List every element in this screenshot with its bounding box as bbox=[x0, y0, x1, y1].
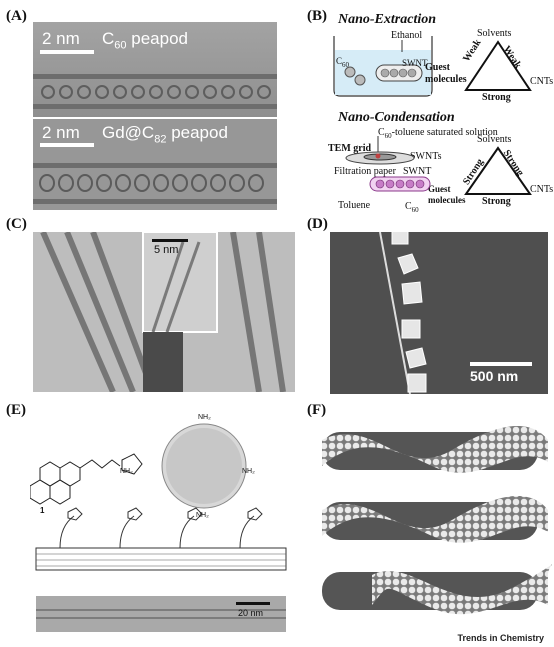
condensation-guest-label: Guest molecules bbox=[428, 184, 466, 205]
filtration-paper-label: Filtration paper bbox=[334, 166, 396, 177]
extraction-guest-label: Guest molecules bbox=[425, 62, 467, 85]
panel-c-label: (C) bbox=[6, 216, 27, 232]
condensation-tri-top: Solvents bbox=[477, 134, 512, 145]
compound-number: 1 bbox=[40, 506, 45, 515]
swnts-label: SWNTs bbox=[410, 151, 442, 162]
panel-a-top-caption: C60 peapod bbox=[102, 29, 188, 52]
panel-e-schematic bbox=[30, 423, 287, 571]
panel-a-top-image: 2 nm C60 peapod bbox=[33, 22, 277, 117]
panel-e-label: (E) bbox=[6, 402, 26, 418]
panel-a-bottom-image: 2 nm Gd@C82 peapod bbox=[33, 119, 277, 210]
panel-c-scale-label: 5 nm bbox=[154, 244, 179, 256]
panel-e-scalebar bbox=[236, 602, 270, 605]
panel-a-bottom-scalebar bbox=[40, 143, 94, 147]
c60-peapod-tem bbox=[33, 22, 277, 117]
panel-d-scalebar bbox=[470, 362, 532, 366]
journal-credit: Trends in Chemistry bbox=[457, 633, 544, 643]
condensation-tri-bottom-edge: Strong bbox=[482, 196, 511, 207]
ethanol-label: Ethanol bbox=[391, 30, 423, 41]
nh2-label-left: NH₂ bbox=[120, 468, 133, 475]
extraction-c60-label: C60 bbox=[336, 56, 350, 69]
extraction-tri-bottom-edge: Strong bbox=[482, 92, 511, 103]
panel-a-bottom-caption: Gd@C82 peapod bbox=[102, 123, 228, 146]
nano-condensation-title: Nano-Condensation bbox=[338, 110, 455, 125]
cnt-bundle-tem bbox=[33, 232, 295, 392]
condensation-swnt-label: SWNT bbox=[403, 166, 432, 177]
gd-c82-peapod-tem bbox=[33, 119, 277, 210]
nh2-label-bottom: NH₂ bbox=[196, 512, 209, 519]
panel-b-label: (B) bbox=[307, 8, 327, 24]
condensation-c60-label: C60 bbox=[405, 201, 419, 214]
nano-extraction-diagram bbox=[333, 36, 532, 97]
nh2-label-top: NH₂ bbox=[198, 414, 211, 421]
panel-f-label: (F) bbox=[307, 402, 327, 418]
panel-a-bottom-scale-label: 2 nm bbox=[42, 123, 80, 142]
panel-a-top-scale-label: 2 nm bbox=[42, 29, 80, 48]
panel-c-image: 5 nm bbox=[33, 232, 295, 392]
panel-e-tem-strip: 20 nm bbox=[36, 596, 286, 632]
tem-grid-label: TEM grid bbox=[328, 143, 372, 154]
panel-a-top-scalebar bbox=[40, 50, 94, 54]
panel-e-scale-label: 20 nm bbox=[238, 608, 264, 618]
sem-crystals-on-nanotube bbox=[330, 232, 548, 394]
panel-a-label: (A) bbox=[6, 8, 27, 24]
extraction-swnt-label: SWNT bbox=[402, 58, 428, 68]
extraction-tri-right: CNTs bbox=[530, 76, 554, 87]
nh2-label-right: NH₂ bbox=[242, 468, 255, 475]
panel-f-models bbox=[322, 426, 552, 615]
nano-extraction-title: Nano-Extraction bbox=[338, 12, 437, 27]
nano-condensation-diagram bbox=[345, 136, 532, 195]
extraction-tri-top: Solvents bbox=[477, 28, 512, 39]
panel-c-scalebar bbox=[152, 239, 188, 242]
panel-d-scale-label: 500 nm bbox=[470, 368, 519, 384]
panel-d-image: 500 nm bbox=[330, 232, 548, 394]
panel-d-label: (D) bbox=[307, 216, 328, 232]
condensation-solution-label: C60-toluene saturated solution bbox=[378, 127, 498, 140]
condensation-tri-right: CNTs bbox=[530, 184, 554, 195]
toluene-label: Toluene bbox=[338, 200, 371, 211]
